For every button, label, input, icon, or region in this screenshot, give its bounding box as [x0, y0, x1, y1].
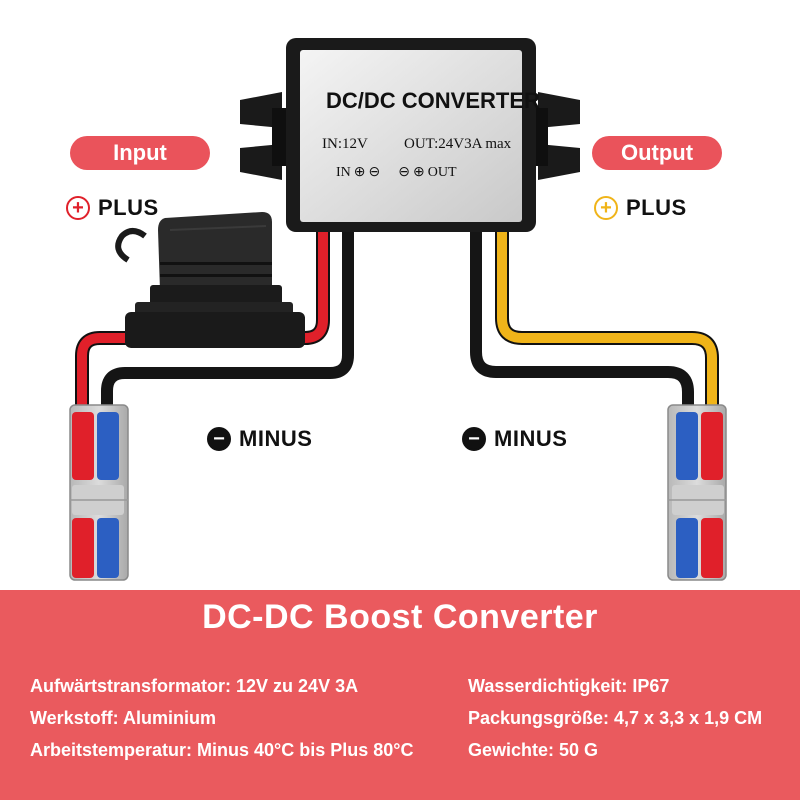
spec-right-1: Wasserdichtigkeit: IP67 — [468, 676, 670, 696]
input-plus-label: + PLUS — [66, 195, 159, 221]
converter-terminal-in: IN ⊕ ⊖ ⊖ ⊕ OUT — [336, 164, 457, 181]
output-black-wire — [470, 219, 694, 421]
fuse-holder — [115, 212, 305, 348]
output-yellow-wire — [495, 218, 719, 422]
banner-title: DC-DC Boost Converter — [202, 598, 598, 636]
plus-icon: + — [66, 196, 90, 220]
minus-icon: − — [462, 427, 486, 451]
spec-left-3: Arbeitstemperatur: Minus 40°C bis Plus 8… — [30, 740, 414, 760]
output-plus-label: + PLUS — [594, 195, 687, 221]
input-pill: Input — [70, 136, 210, 170]
converter-output-spec: OUT:24V3A max — [404, 136, 512, 152]
product-illustration: DC/DC CONVERTER IN:12V OUT:24V3A max IN … — [66, 38, 727, 581]
output-pill: Output — [592, 136, 722, 170]
minus-circle-icon: ⊖ — [398, 165, 410, 180]
output-connector — [667, 404, 727, 581]
spec-banner: DC-DC Boost Converter Aufwärtstransforma… — [0, 590, 800, 800]
converter-box — [240, 38, 580, 232]
spec-right-3: Gewichte: 50 G — [468, 740, 599, 760]
converter-out-label: OUT — [427, 164, 457, 180]
input-black-wire — [101, 219, 354, 421]
converter-in-label: IN — [336, 164, 351, 180]
input-minus-label: − MINUS — [207, 426, 312, 452]
spec-left-1: Aufwärtstransformator: 12V zu 24V 3A — [30, 676, 359, 696]
minus-icon: − — [207, 427, 231, 451]
plus-circle-icon: ⊕ — [412, 165, 425, 180]
converter-title: DC/DC CONVERTER — [326, 88, 540, 113]
input-connector — [69, 404, 129, 581]
output-wires — [470, 218, 719, 422]
spec-right-2: Packungsgröße: 4,7 x 3,3 x 1,9 CM — [468, 708, 763, 728]
output-minus-label: − MINUS — [462, 426, 567, 452]
plus-icon: + — [594, 196, 618, 220]
spec-left-2: Werkstoff: Aluminium — [30, 708, 217, 728]
minus-circle-icon: ⊖ — [368, 165, 381, 180]
wiring-diagram — [69, 38, 727, 581]
converter-input-spec: IN:12V — [322, 136, 368, 152]
plus-circle-icon: ⊕ — [353, 165, 366, 180]
